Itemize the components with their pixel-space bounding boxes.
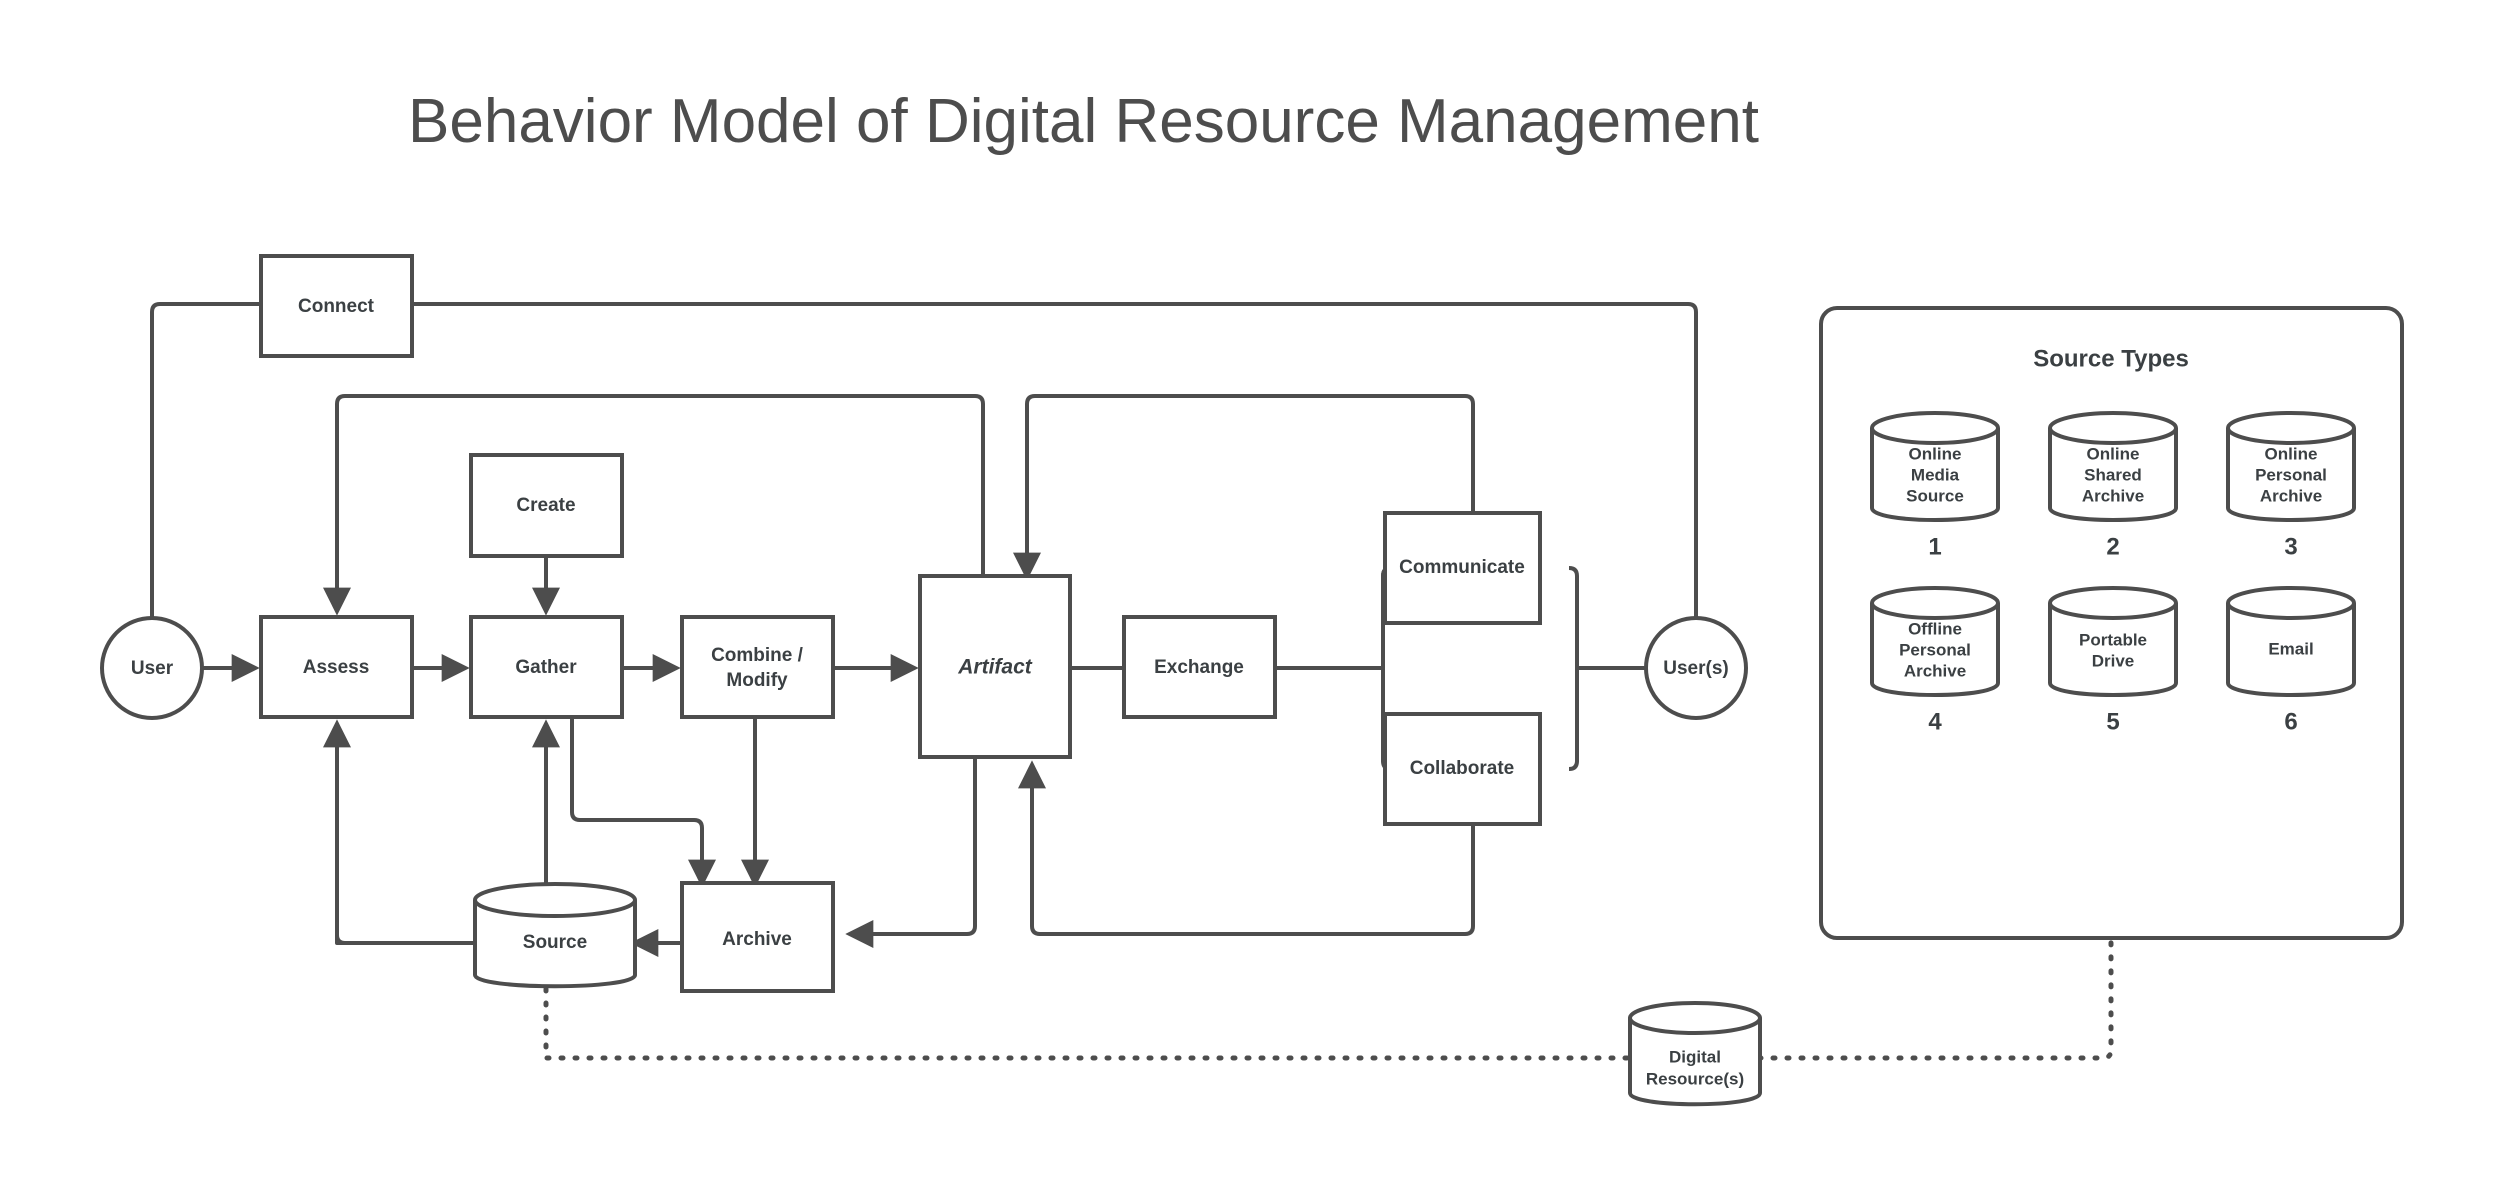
node-collaborate-label: Collaborate <box>1410 758 1515 779</box>
source-types-panel: Source Types Online Media Source 1 Onlin… <box>1819 306 2404 940</box>
node-digital-resources[interactable]: Digital Resource(s) <box>1628 1001 1762 1107</box>
source-type-4-line1: Offline <box>1908 619 1962 638</box>
source-type-6-number: 6 <box>2284 708 2297 735</box>
node-create[interactable]: Create <box>469 453 624 558</box>
edge-connect-to-users <box>412 302 1698 618</box>
edge-collaborate-to-users <box>1568 668 1579 771</box>
node-collaborate[interactable]: Collaborate <box>1383 712 1542 826</box>
source-type-1-line3: Source <box>1906 486 1964 505</box>
source-type-item-5[interactable]: Portable Drive 5 <box>2048 586 2178 735</box>
node-create-label: Create <box>516 495 575 516</box>
node-exchange-label: Exchange <box>1154 657 1244 678</box>
source-type-5-line1: Portable <box>2079 630 2147 649</box>
node-user-label: User <box>131 658 174 679</box>
node-users-label: User(s) <box>1663 658 1728 679</box>
source-type-item-2[interactable]: Online Shared Archive 2 <box>2048 411 2178 560</box>
node-gather[interactable]: Gather <box>469 615 624 719</box>
source-type-3-line1: Online <box>2265 444 2318 463</box>
source-type-2-line1: Online <box>2087 444 2140 463</box>
source-type-4-line3: Archive <box>1904 661 1966 680</box>
node-source-label: Source <box>523 932 587 953</box>
node-exchange[interactable]: Exchange <box>1122 615 1277 719</box>
source-type-5-line2: Drive <box>2092 651 2135 670</box>
dotted-digital-resources-to-panel <box>1742 937 2114 1061</box>
node-gather-label: Gather <box>515 657 577 678</box>
source-type-item-6[interactable]: Email 6 <box>2226 586 2356 735</box>
edge-gather-to-archive <box>570 717 716 888</box>
node-digital-resources-label-line2: Resource(s) <box>1646 1069 1744 1088</box>
node-combine-modify-label-line1: Combine / <box>711 645 804 666</box>
source-type-2-line3: Archive <box>2082 486 2144 505</box>
node-artifact[interactable]: Artifact <box>918 574 1072 759</box>
source-type-5-number: 5 <box>2106 708 2119 735</box>
node-connect-label: Connect <box>298 296 375 317</box>
node-combine-modify[interactable]: Combine / Modify <box>680 615 835 719</box>
source-type-3-number: 3 <box>2284 533 2297 560</box>
edge-communicate-to-users <box>1568 566 1646 670</box>
source-type-3-line2: Personal <box>2255 465 2327 484</box>
node-users[interactable]: User(s) <box>1644 616 1748 720</box>
node-assess[interactable]: Assess <box>259 615 414 719</box>
source-type-4-number: 4 <box>1928 708 1942 735</box>
node-artifact-label: Artifact <box>957 656 1033 679</box>
source-type-1-line2: Media <box>1911 465 1960 484</box>
page-title: Behavior Model of Digital Resource Manag… <box>408 87 1759 156</box>
node-assess-label: Assess <box>303 657 370 678</box>
source-type-2-number: 2 <box>2106 533 2119 560</box>
source-type-item-1[interactable]: Online Media Source 1 <box>1870 411 2000 560</box>
dotted-source-to-digital-resources <box>543 972 1648 1061</box>
source-types-panel-title: Source Types <box>2033 345 2189 372</box>
source-type-4-line2: Personal <box>1899 640 1971 659</box>
edge-communicate-to-artifact-top <box>1025 394 1475 576</box>
node-communicate[interactable]: Communicate <box>1383 511 1542 625</box>
node-archive-label: Archive <box>722 929 792 950</box>
node-archive[interactable]: Archive <box>680 881 835 993</box>
edge-collaborate-to-artifact-bottom <box>1018 760 1475 936</box>
source-type-item-3[interactable]: Online Personal Archive 3 <box>2226 411 2356 560</box>
source-type-6-line1: Email <box>2268 639 2313 658</box>
source-type-2-line2: Shared <box>2084 465 2142 484</box>
source-type-3-line3: Archive <box>2260 486 2322 505</box>
edge-user-to-connect <box>150 302 261 618</box>
source-type-1-number: 1 <box>1928 533 1941 560</box>
node-source[interactable]: Source <box>473 882 637 989</box>
edge-artifact-to-archive <box>845 757 977 948</box>
edge-loop-assess-artifact-upper <box>335 394 985 611</box>
node-connect[interactable]: Connect <box>259 254 414 358</box>
node-user[interactable]: User <box>100 616 204 720</box>
node-digital-resources-label-line1: Digital <box>1669 1047 1721 1066</box>
node-combine-modify-label-line2: Modify <box>726 670 788 691</box>
source-type-item-4[interactable]: Offline Personal Archive 4 <box>1870 586 2000 735</box>
edge-source-to-assess <box>323 719 475 945</box>
source-type-1-line1: Online <box>1909 444 1962 463</box>
node-communicate-label: Communicate <box>1399 557 1525 578</box>
